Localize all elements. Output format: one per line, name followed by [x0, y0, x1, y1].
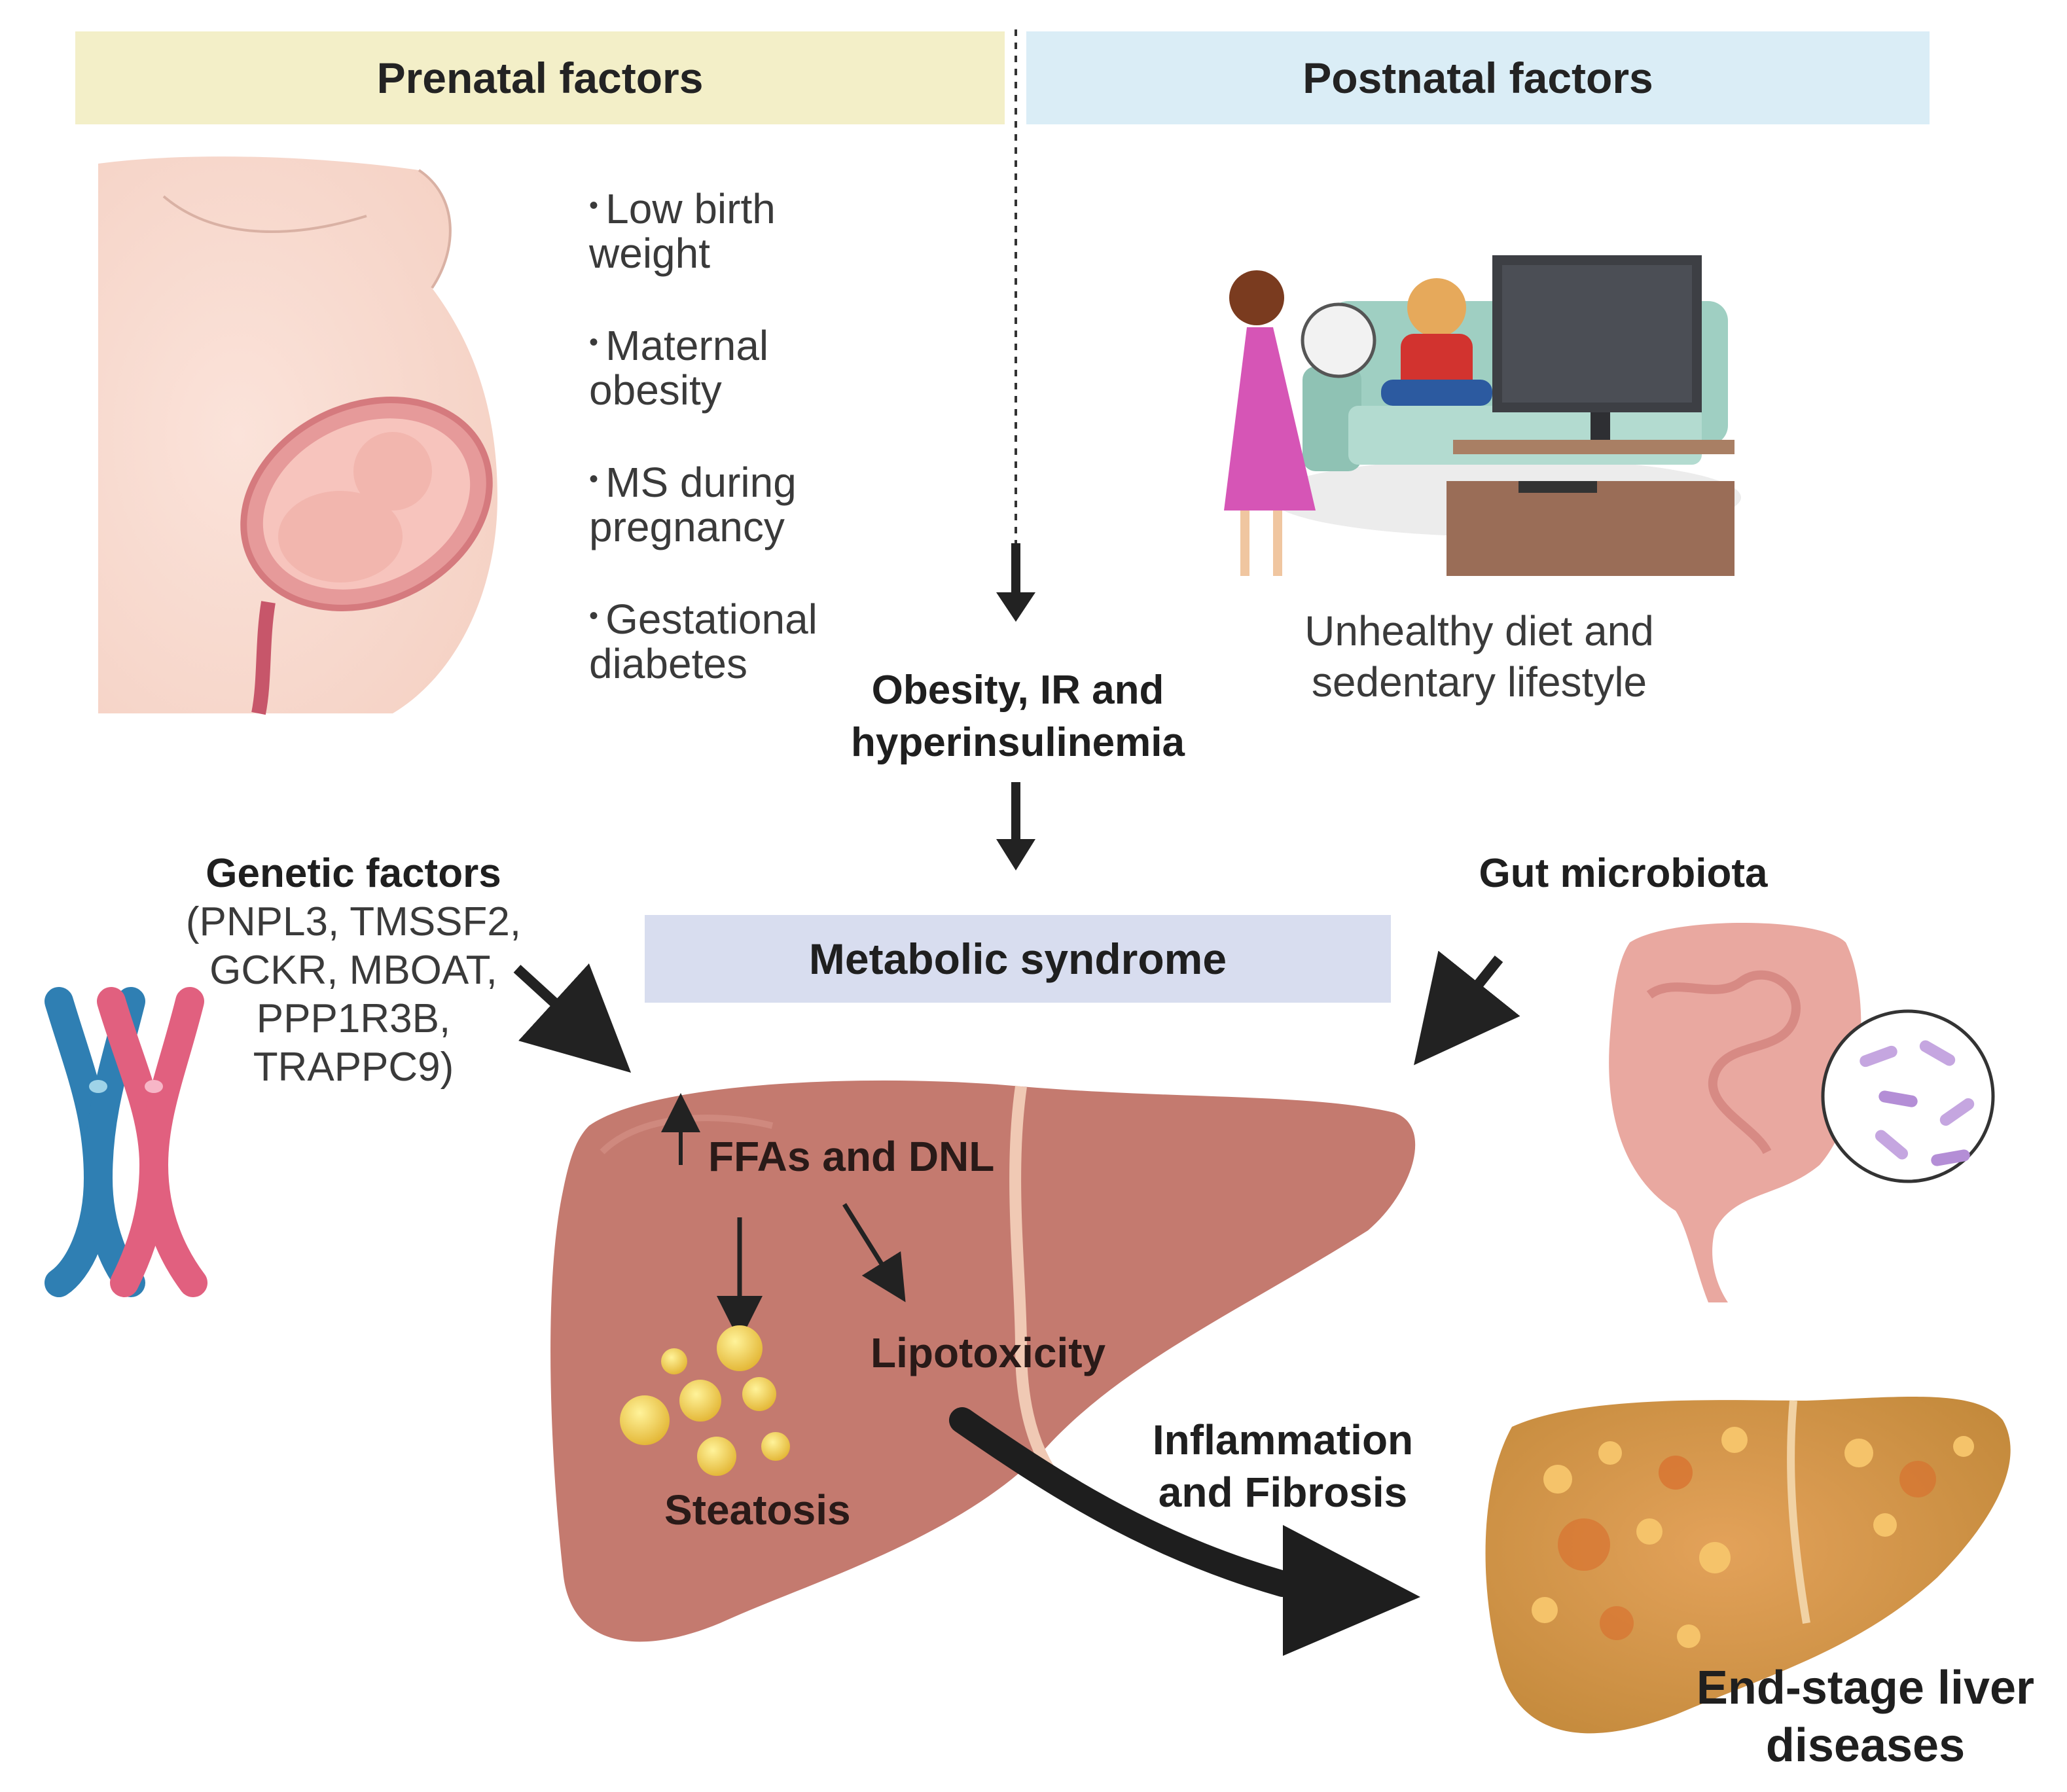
- arrow-from-genetic: [513, 963, 632, 1073]
- sedentary-illustration: [1224, 255, 1741, 576]
- prenatal-factor-list: Low birth weight Maternal obesity MS dur…: [589, 183, 890, 730]
- inflammation-fibrosis-label: Inflammation and Fibrosis: [1152, 1416, 1414, 1516]
- gut-microbiota-title: Gut microbiota: [1479, 851, 1768, 896]
- arrow-from-gut: [1414, 950, 1520, 1066]
- genetic-factors-genes: (PNPL3, TMSSF2, GCKR, MBOAT, PPP1R3B, TR…: [185, 899, 522, 1090]
- steatosis-label: Steatosis: [664, 1486, 851, 1533]
- gut-illustration: [1609, 923, 1995, 1302]
- obesity-label: Obesity, IR and hyperinsulinemia: [851, 668, 1185, 765]
- arrow-to-metabolic: [996, 782, 1035, 870]
- genetic-factors-title: Genetic factors: [206, 851, 501, 896]
- endstage-liver-label: End-stage liver diseases: [1696, 1662, 2035, 1772]
- ffa-dnl-label: FFAs and DNL: [708, 1133, 995, 1180]
- endstage-liver-illustration: [1485, 1396, 2011, 1734]
- arrow-to-obesity: [996, 543, 1035, 622]
- factor-item: MS during pregnancy: [589, 457, 890, 549]
- factor-item: Maternal obesity: [589, 320, 890, 412]
- prenatal-banner-bg: [75, 31, 1005, 124]
- pregnancy-illustration: [98, 156, 497, 715]
- chromosome-illustration: [45, 987, 207, 1297]
- factor-item: Gestational diabetes: [589, 594, 890, 686]
- postnatal-header: Postnatal factors: [1026, 31, 1930, 124]
- prenatal-header-text: Prenatal factors: [376, 54, 704, 102]
- factor-item: Low birth weight: [589, 183, 890, 276]
- metabolic-syndrome-box: [645, 915, 1391, 1003]
- lipotoxicity-label: Lipotoxicity: [871, 1329, 1106, 1376]
- progression-arrow: [949, 1407, 1420, 1656]
- postnatal-header-text: Postnatal factors: [1303, 54, 1653, 102]
- liver-illustration: [550, 1080, 1416, 1642]
- metabolic-syndrome-label: Metabolic syndrome: [808, 935, 1227, 983]
- postnatal-caption: Unhealthy diet and sedentary lifestyle: [1304, 607, 1654, 706]
- postnatal-banner-bg: [1026, 31, 1930, 124]
- prenatal-header: Prenatal factors: [75, 31, 1005, 124]
